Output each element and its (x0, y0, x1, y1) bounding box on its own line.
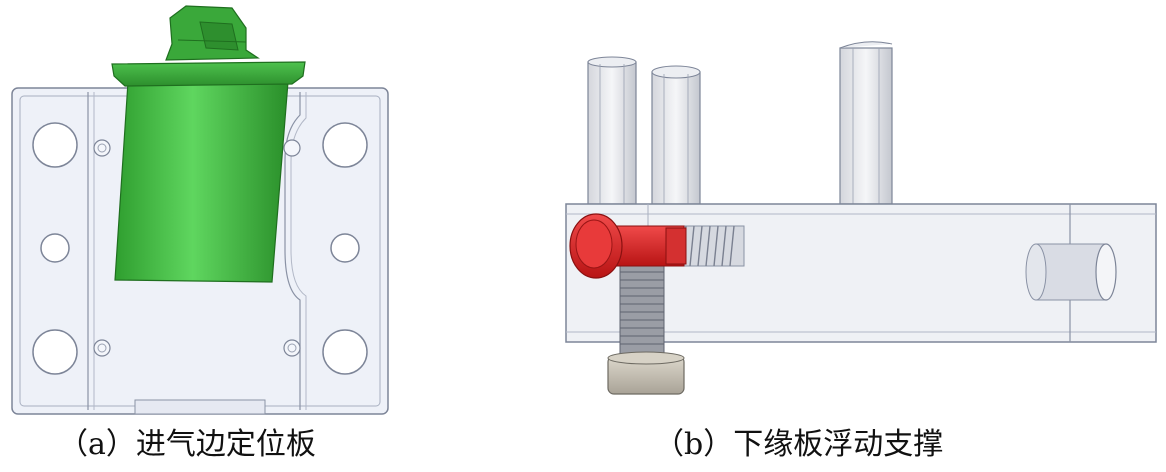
blade-platform (111, 61, 306, 87)
floating-plunger (569, 213, 687, 279)
dowel-hole-inner (287, 343, 297, 353)
floating-support-drawing (565, 41, 1157, 395)
dowel-hole-inner (97, 143, 107, 153)
dowel-hole (283, 139, 301, 157)
mounting-hole (322, 329, 368, 375)
right-contour (284, 92, 301, 410)
panel-lower-edge-plate-floating-support: （b）下缘板浮动支撑 (548, 0, 1166, 472)
dowel-hole-inner (97, 343, 107, 353)
clamping-screw-thread (619, 263, 665, 357)
caption-a: （a）进气边定位板 (58, 427, 316, 462)
locating-plate-drawing (11, 5, 389, 415)
dowel-hole (93, 339, 111, 357)
locating-pin (651, 65, 701, 205)
bottom-tab (134, 399, 266, 415)
mounting-hole (32, 122, 78, 168)
mounting-hole (40, 233, 70, 263)
side-bore-end (1025, 243, 1047, 301)
mounting-hole (330, 233, 360, 263)
bolt-head (607, 351, 685, 395)
blade-tenon-face (199, 21, 239, 51)
right-contour-2 (290, 92, 307, 410)
blade-airfoil (114, 81, 289, 283)
locating-pin (839, 41, 893, 205)
compression-spring (677, 225, 745, 267)
mounting-hole (322, 122, 368, 168)
dowel-hole (283, 339, 301, 357)
blade-tenon-edge (177, 39, 247, 43)
panel-inlet-edge-locating-plate: （a）进气边定位板 (0, 0, 400, 472)
dowel-hole (93, 139, 111, 157)
mounting-hole (32, 329, 78, 375)
side-bore-opening (1095, 243, 1117, 301)
locating-pin (587, 56, 637, 205)
caption-b: （b）下缘板浮动支撑 (654, 427, 944, 462)
